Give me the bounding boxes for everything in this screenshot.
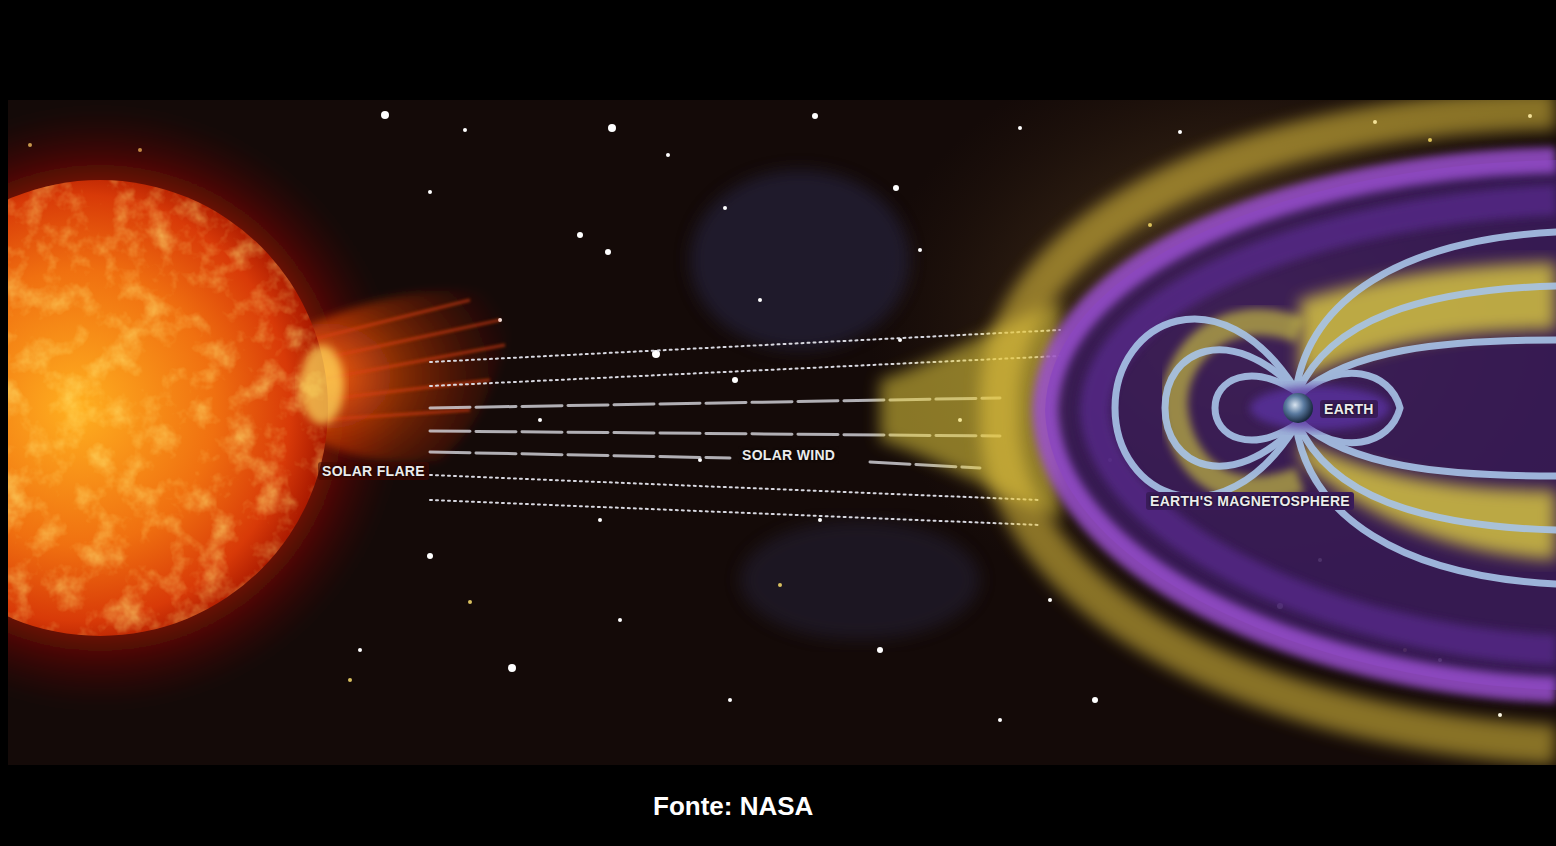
- planet-label: EARTH: [1320, 400, 1378, 418]
- region-label: EARTH'S MAGNETOSPHERE: [1146, 492, 1354, 510]
- feature-label: SOLAR WIND: [738, 446, 839, 464]
- source-caption: Fonte: NASA: [653, 791, 813, 822]
- feature-label: SOLAR FLARE: [318, 462, 429, 480]
